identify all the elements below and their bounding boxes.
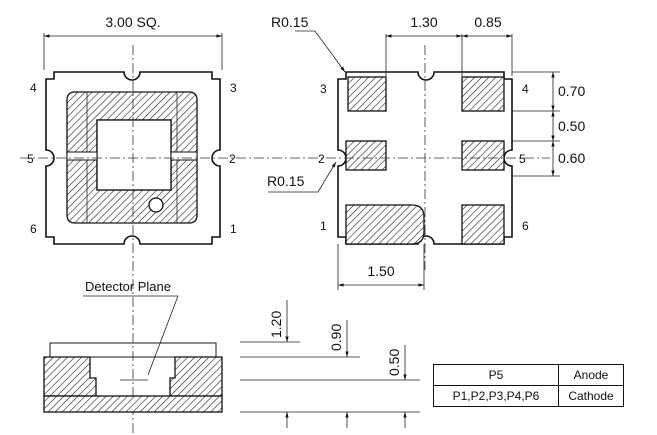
- pad-5: [461, 140, 505, 171]
- pins-cell: P1,P2,P3,P4,P6: [433, 385, 559, 407]
- pad-2: [345, 140, 387, 171]
- dim-pad-height-top: 0.70: [558, 83, 585, 99]
- lid: [49, 342, 217, 358]
- pad-3: [347, 76, 387, 112]
- body-left: [43, 356, 97, 397]
- body-base: [43, 395, 223, 413]
- dim-pad-height-mid: 0.60: [558, 150, 585, 166]
- pad-1: [345, 204, 425, 245]
- bottom-pin-1: 1: [320, 219, 327, 233]
- top-pin-3: 3: [230, 81, 237, 95]
- pin1-marker: [148, 197, 164, 213]
- bottom-pin-3: 3: [320, 82, 327, 96]
- dim-pad-spacing: 1.30: [410, 14, 437, 30]
- top-pin-1: 1: [230, 222, 237, 236]
- dim-pad-gap: 0.50: [558, 118, 585, 134]
- package-outline-top: [45, 71, 221, 245]
- pin-function-table: P5 Anode P1,P2,P3,P4,P6 Cathode: [433, 364, 624, 407]
- dim-large-pad: 1.50: [367, 263, 394, 279]
- bottom-pin-6: 6: [522, 219, 529, 233]
- table-row: P1,P2,P3,P4,P6 Cathode: [433, 385, 624, 407]
- detector-plane-label: Detector Plane: [85, 279, 171, 294]
- pad-4: [461, 76, 505, 112]
- table-row: P5 Anode: [433, 364, 624, 386]
- bottom-pin-5: 5: [519, 152, 526, 166]
- top-view: 3.00 SQ. 4 3 5 2 6 1: [27, 14, 237, 245]
- top-pin-6: 6: [30, 222, 37, 236]
- dim-width-label: 3.00 SQ.: [105, 14, 160, 30]
- bottom-pin-2: 2: [318, 152, 325, 166]
- dim-detector-depth: 1.20: [268, 311, 284, 338]
- dim-radius-top: R0.15: [271, 14, 309, 30]
- top-pin-5: 5: [27, 152, 34, 166]
- top-pin-4: 4: [30, 81, 37, 95]
- bottom-pin-4: 4: [522, 82, 529, 96]
- top-pin-2: 2: [229, 152, 236, 166]
- bottom-view: 1.30 0.85 R0.15 0.70 0.50 0.60 R0.15 1.5…: [267, 14, 585, 290]
- center-lines: [20, 45, 550, 435]
- dim-total-height: 0.50: [386, 349, 402, 376]
- dim-cavity-depth: 0.90: [328, 324, 344, 351]
- detector-window: [96, 119, 172, 191]
- function-cell: Anode: [558, 364, 624, 386]
- dim-pad-width: 0.85: [474, 14, 501, 30]
- dim-radius-mid: R0.15: [267, 173, 305, 189]
- body-right: [169, 356, 223, 397]
- pins-cell: P5: [433, 364, 559, 386]
- pad-6: [461, 204, 505, 245]
- function-cell: Cathode: [558, 385, 624, 407]
- side-view: Detector Plane 1.20 0.90 0.50: [43, 279, 420, 428]
